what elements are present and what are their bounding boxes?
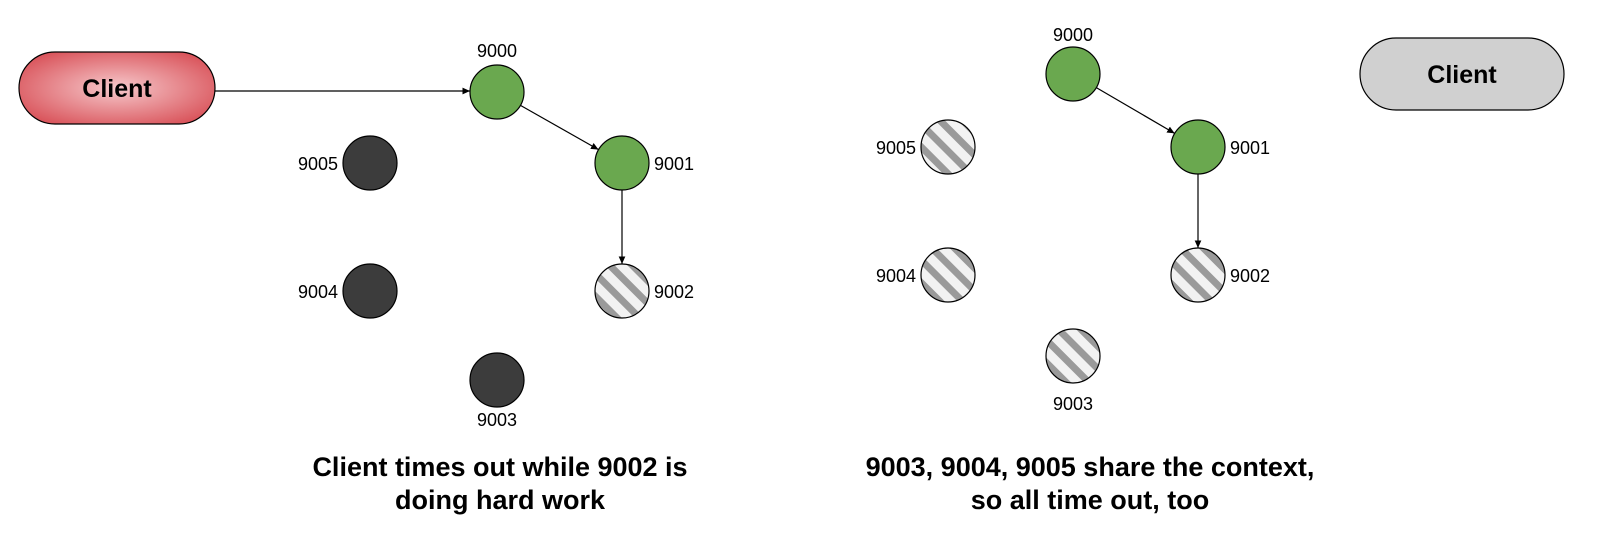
server-label-9005-right: 9005 — [876, 138, 916, 158]
server-node-9003-left: 9003 — [469, 352, 525, 430]
server-label-9003-right: 9003 — [1053, 394, 1093, 414]
client-node-right: Client — [1359, 37, 1565, 111]
server-label-9001-left: 9001 — [654, 154, 694, 174]
server-node-9005-right: 9005 — [876, 119, 976, 175]
client-label-right: Client — [1427, 61, 1497, 89]
server-node-9002-right: 9002 — [1170, 247, 1270, 303]
server-label-9005-left: 9005 — [298, 154, 338, 174]
server-node-9000-left: 9000 — [469, 41, 525, 120]
edge-9000-9001-right — [1096, 87, 1175, 134]
server-node-9001-right: 9001 — [1170, 119, 1270, 175]
server-node-9003-right: 9003 — [1045, 328, 1101, 414]
server-node-9000-right: 9000 — [1045, 25, 1101, 102]
server-label-9001-right: 9001 — [1230, 138, 1270, 158]
server-label-9004-right: 9004 — [876, 266, 916, 286]
server-node-9004-right: 9004 — [876, 247, 976, 303]
client-node-left: Client — [18, 51, 216, 125]
caption-right: 9003, 9004, 9005 share the context, so a… — [865, 452, 1315, 515]
server-node-9004-left: 9004 — [298, 263, 398, 319]
server-node-9001-left: 9001 — [594, 135, 694, 191]
server-label-9002-right: 9002 — [1230, 266, 1270, 286]
server-node-9005-left: 9005 — [298, 135, 398, 191]
server-node-9002-left: 9002 — [594, 263, 694, 319]
caption-left: Client times out while 9002 is doing har… — [312, 452, 688, 515]
server-label-9004-left: 9004 — [298, 282, 338, 302]
server-label-9000-right: 9000 — [1053, 25, 1093, 45]
server-label-9003-left: 9003 — [477, 410, 517, 430]
server-label-9002-left: 9002 — [654, 282, 694, 302]
client-label-left: Client — [82, 75, 152, 103]
server-label-9000-left: 9000 — [477, 41, 517, 61]
edge-9000-9001-left — [520, 104, 599, 151]
